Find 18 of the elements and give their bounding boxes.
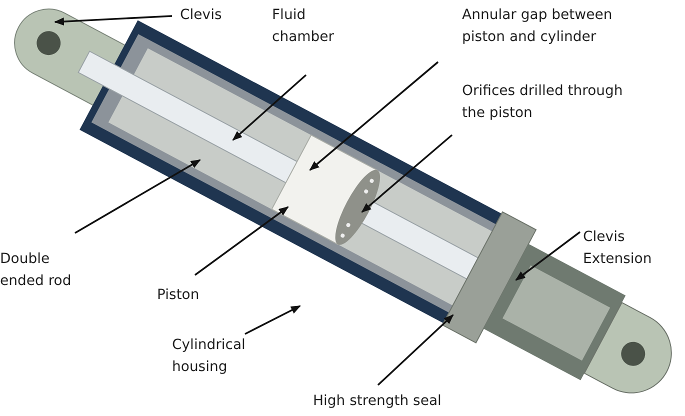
leader-line (515, 231, 581, 281)
leader-line (194, 206, 289, 276)
leader-line (54, 15, 172, 26)
callout-label: Clevis Extension (583, 226, 683, 270)
callout-label: Piston (157, 284, 227, 306)
leader-line (244, 305, 301, 335)
callout-label: Orifices drilled through the piston (462, 80, 647, 124)
callout-label: Double ended rod (0, 248, 95, 292)
leader-line (377, 314, 454, 386)
leader-line (232, 74, 307, 141)
callout-label: Cylindrical housing (172, 334, 282, 378)
callout-label: High strength seal (313, 390, 473, 412)
callout-label: Fluid chamber (272, 4, 362, 48)
leader-line (361, 134, 453, 213)
callout-label: Annular gap between piston and cylinder (462, 4, 652, 48)
callout-label: Clevis (180, 4, 260, 26)
leader-line (74, 159, 201, 234)
leader-line (309, 61, 439, 171)
